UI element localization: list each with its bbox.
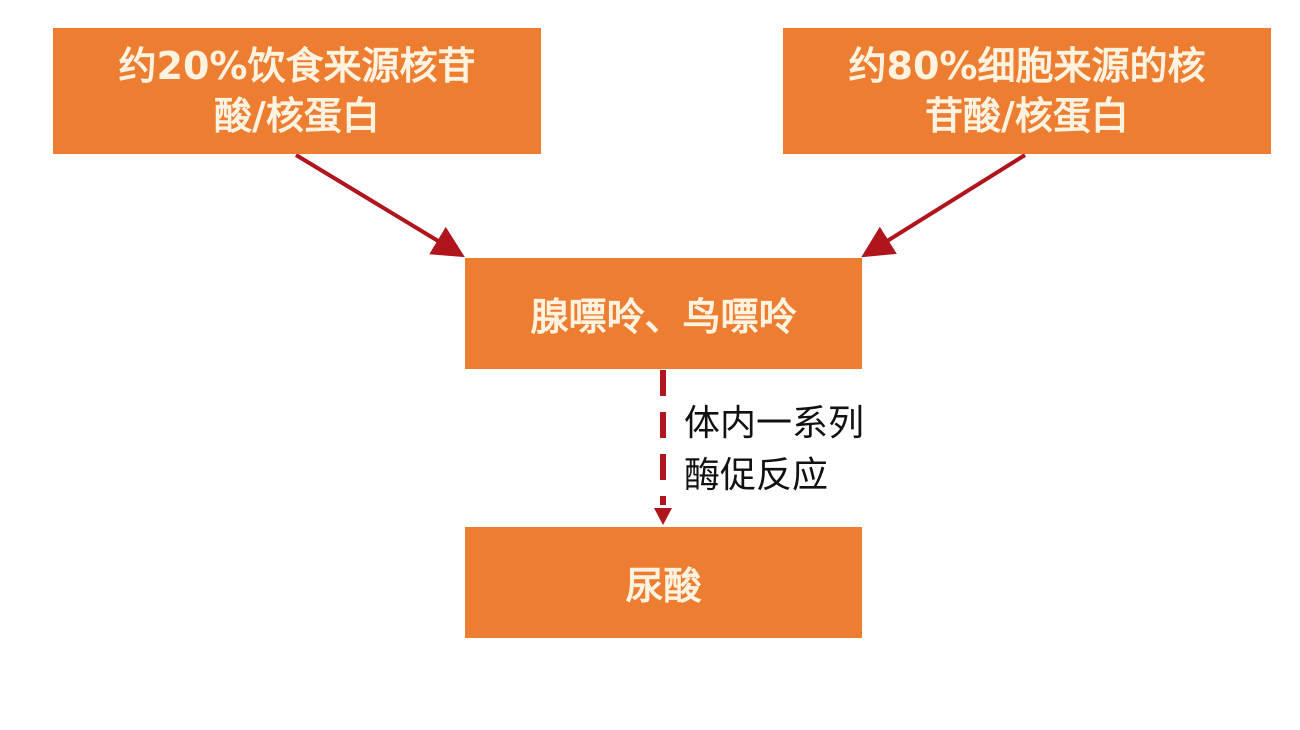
node-cell-source-line1: 约80%细胞来源的核 bbox=[848, 44, 1206, 88]
arrow-cell-to-purines bbox=[861, 153, 1027, 258]
node-purines-label: 腺嘌呤、鸟嘌呤 bbox=[530, 295, 797, 339]
node-cell-source-line2: 苷酸/核蛋白 bbox=[925, 94, 1129, 138]
node-diet-source-line1: 约20%饮食来源核苷 bbox=[118, 44, 476, 88]
node-diet-source: 约20%饮食来源核苷 酸/核蛋白 bbox=[53, 28, 541, 154]
edge-label-line1: 体内一系列 bbox=[684, 403, 865, 444]
node-purines: 腺嘌呤、鸟嘌呤 bbox=[465, 258, 862, 369]
node-uric-acid-label: 尿酸 bbox=[625, 564, 702, 608]
node-cell-source: 约80%细胞来源的核 苷酸/核蛋白 bbox=[783, 28, 1271, 154]
node-diet-source-line2: 酸/核蛋白 bbox=[214, 94, 380, 138]
arrow-diet-to-purines bbox=[294, 153, 465, 258]
edge-label-line2: 酶促反应 bbox=[684, 455, 829, 496]
arrowhead-down-icon bbox=[654, 508, 672, 525]
node-uric-acid: 尿酸 bbox=[465, 527, 862, 638]
edge-label-enzymatic-reactions: 体内一系列 酶促反应 bbox=[684, 398, 864, 502]
